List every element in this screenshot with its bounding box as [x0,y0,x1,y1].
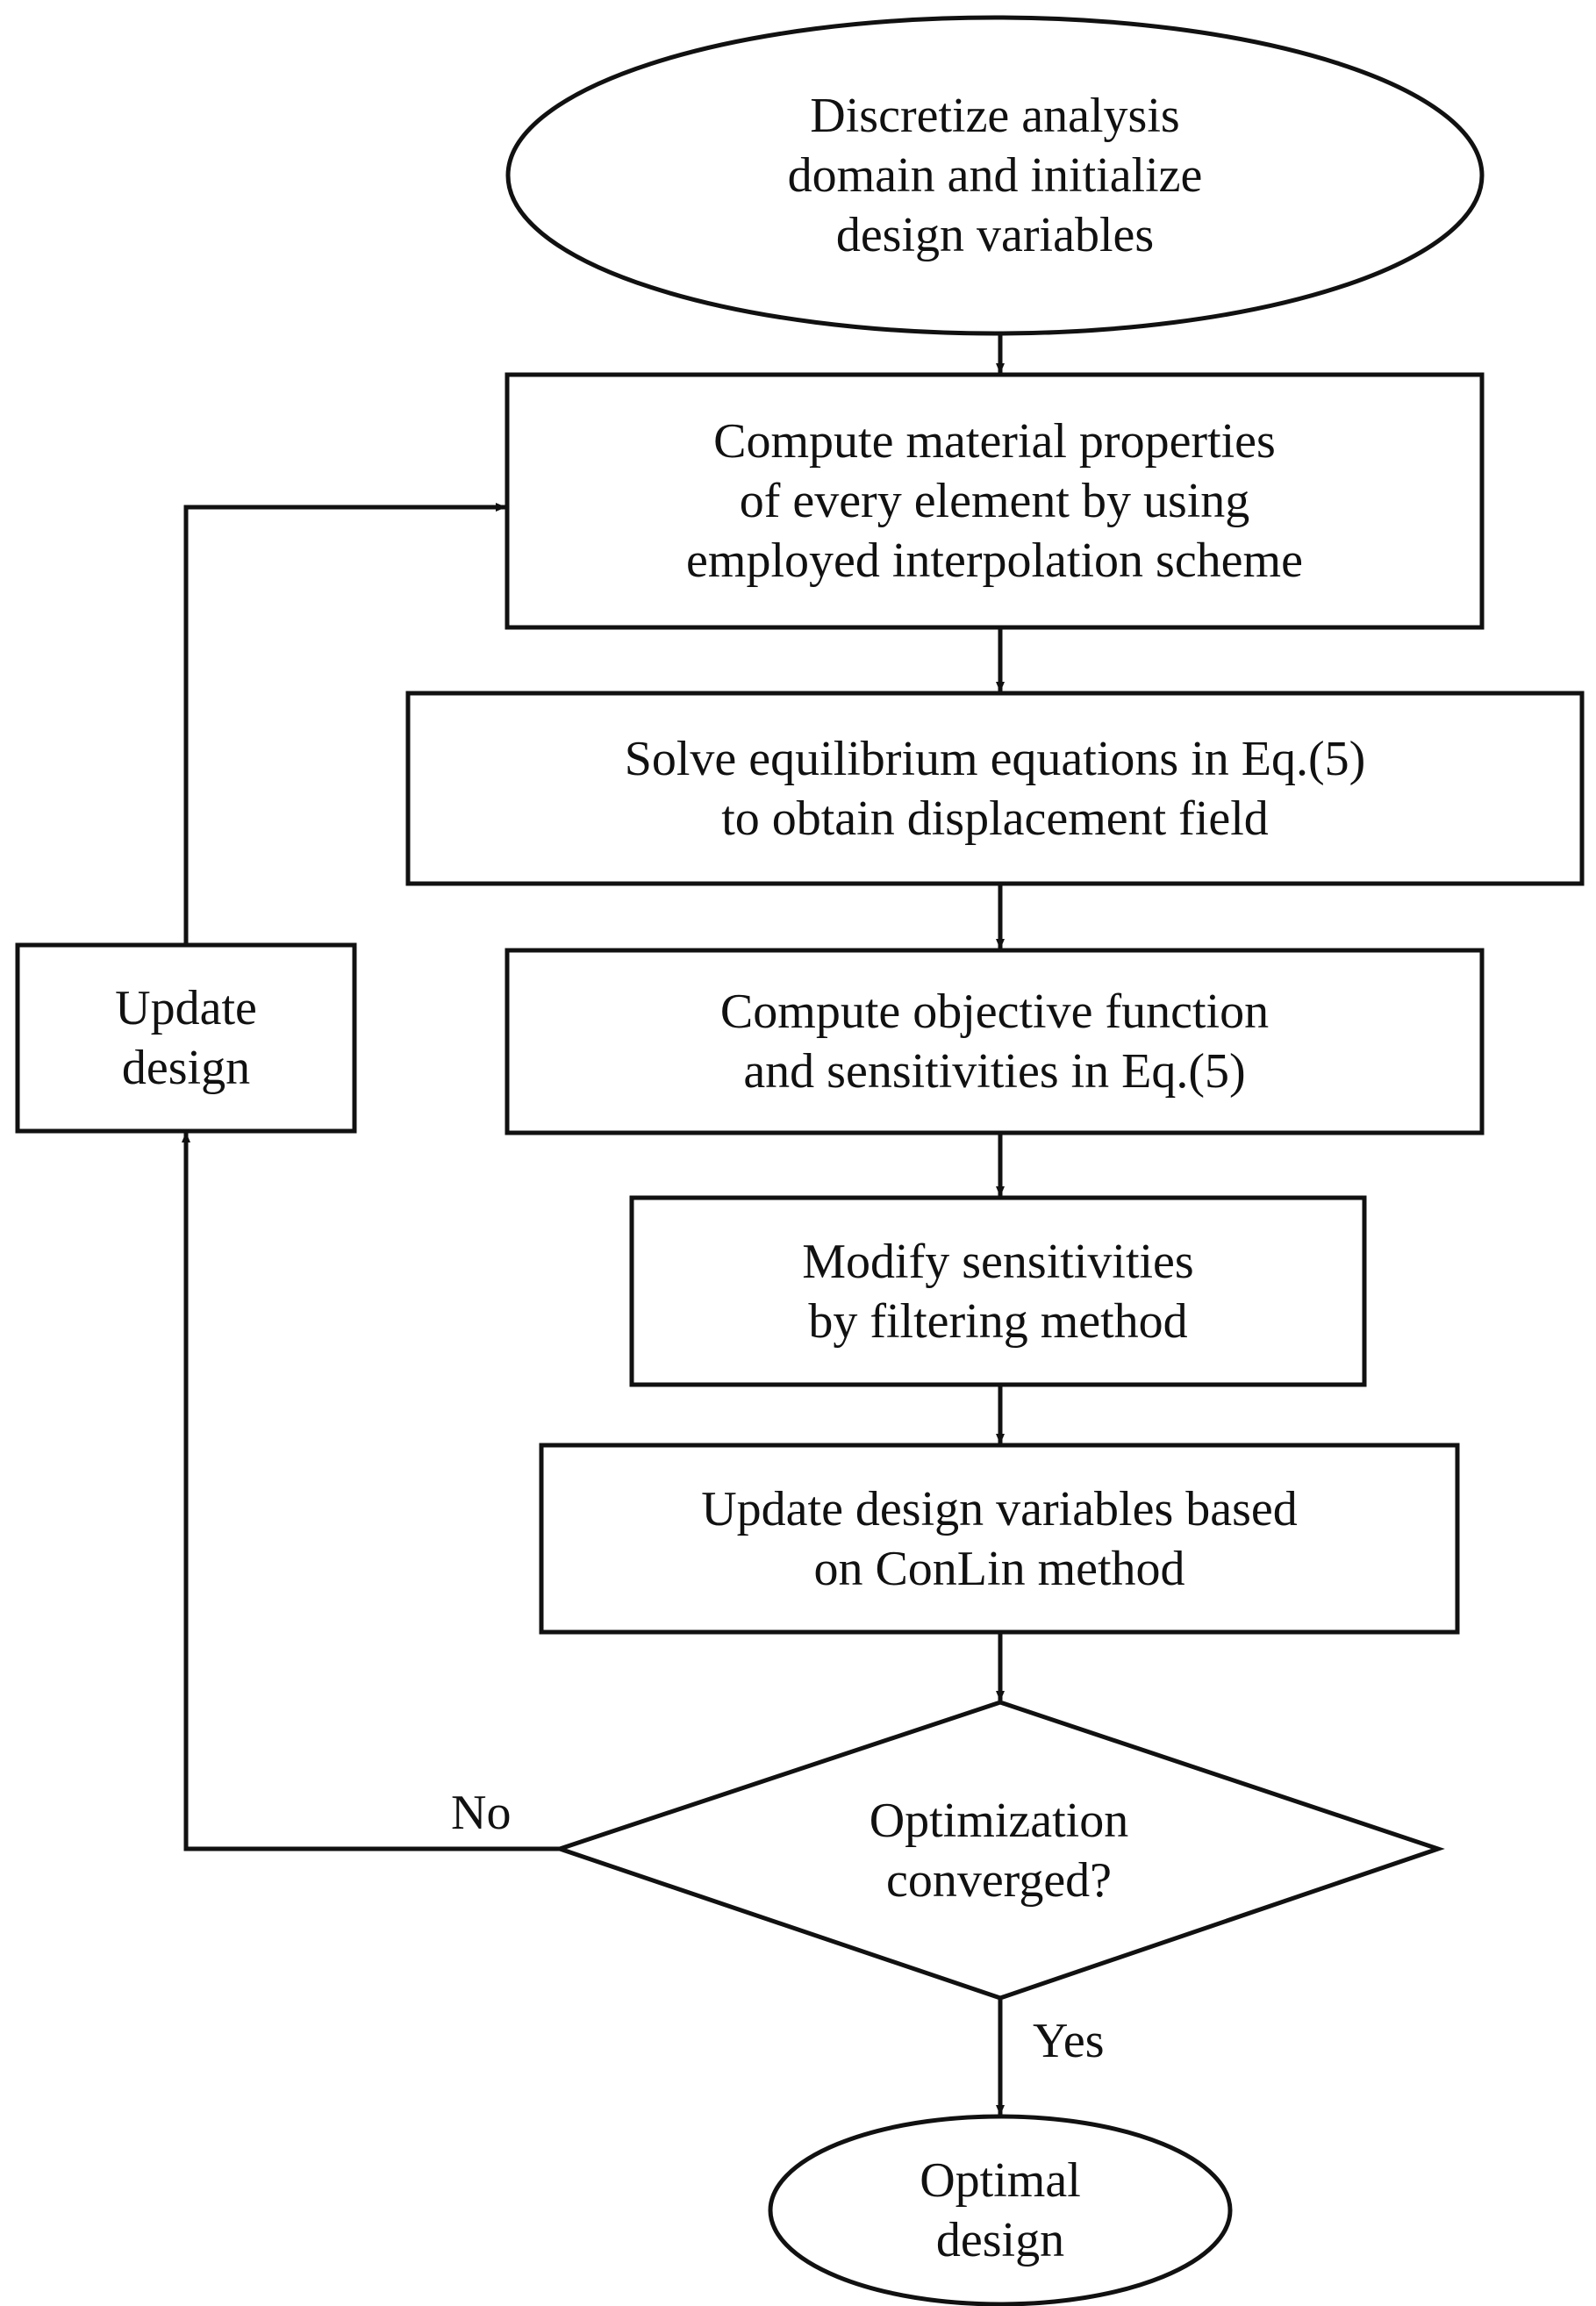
compute-material-box [505,372,1485,630]
decision-line-1: Optimization [869,1793,1129,1848]
decision-line-2: converged? [885,1852,1113,1908]
solve-equilibrium-line-2: to obtain displacement field [721,791,1269,846]
no-label: No [451,1786,512,1840]
end-node-line-2: design [935,2213,1065,2267]
end-ellipse [768,2114,1233,2306]
start-node-line-1: Discretize analysis [810,89,1180,143]
update-variables-node: Update design variables based on ConLin … [541,1445,1457,1632]
start-node-line-3: design variables [835,208,1155,262]
start-ellipse [505,15,1485,336]
update-design-node: Update design [18,945,354,1131]
start-node: Discretize analysis domain and initializ… [508,18,1482,333]
modify-sensitivities-line-1: Modify sensitivities [802,1234,1194,1289]
modify-sensitivities-node: Modify sensitivities by filtering method [632,1198,1364,1385]
modify-sensitivities-line-2: by filtering method [808,1293,1188,1349]
solve-equilibrium-line-1: Solve equilibrium equations in Eq.(5) [624,731,1366,786]
update-design-line-2: design [121,1041,251,1095]
compute-objective-line-1: Compute objective function [719,985,1270,1039]
compute-material-line-1: Compute material properties [713,414,1276,469]
solve-equilibrium-box [405,691,1585,886]
compute-objective-node: Compute objective function and sensitivi… [507,950,1482,1133]
compute-material-node: Compute material properties of every ele… [507,375,1482,627]
compute-objective-box [505,948,1485,1135]
compute-objective-line-2: and sensitivities in Eq.(5) [743,1044,1246,1099]
compute-material-line-2: of every element by using [739,474,1250,528]
update-variables-line-1: Update design variables based [701,1481,1298,1536]
yes-label: Yes [1033,2014,1105,2068]
compute-material-line-3: employed interpolation scheme [686,534,1303,588]
update-design-line-1: Update [115,981,257,1035]
start-node-line-2: domain and initialize [787,148,1203,203]
arrow-update-design-to-material [183,503,506,945]
decision-node: Optimization converged? [560,1702,1438,1998]
end-node-line-1: Optimal [920,2153,1081,2208]
update-variables-line-2: on ConLin method [813,1541,1185,1596]
solve-equilibrium-node: Solve equilibrium equations in Eq.(5) to… [408,693,1582,884]
arrow-no-to-update-design [182,1132,560,1851]
end-node: Optimal design [770,2116,1230,2304]
